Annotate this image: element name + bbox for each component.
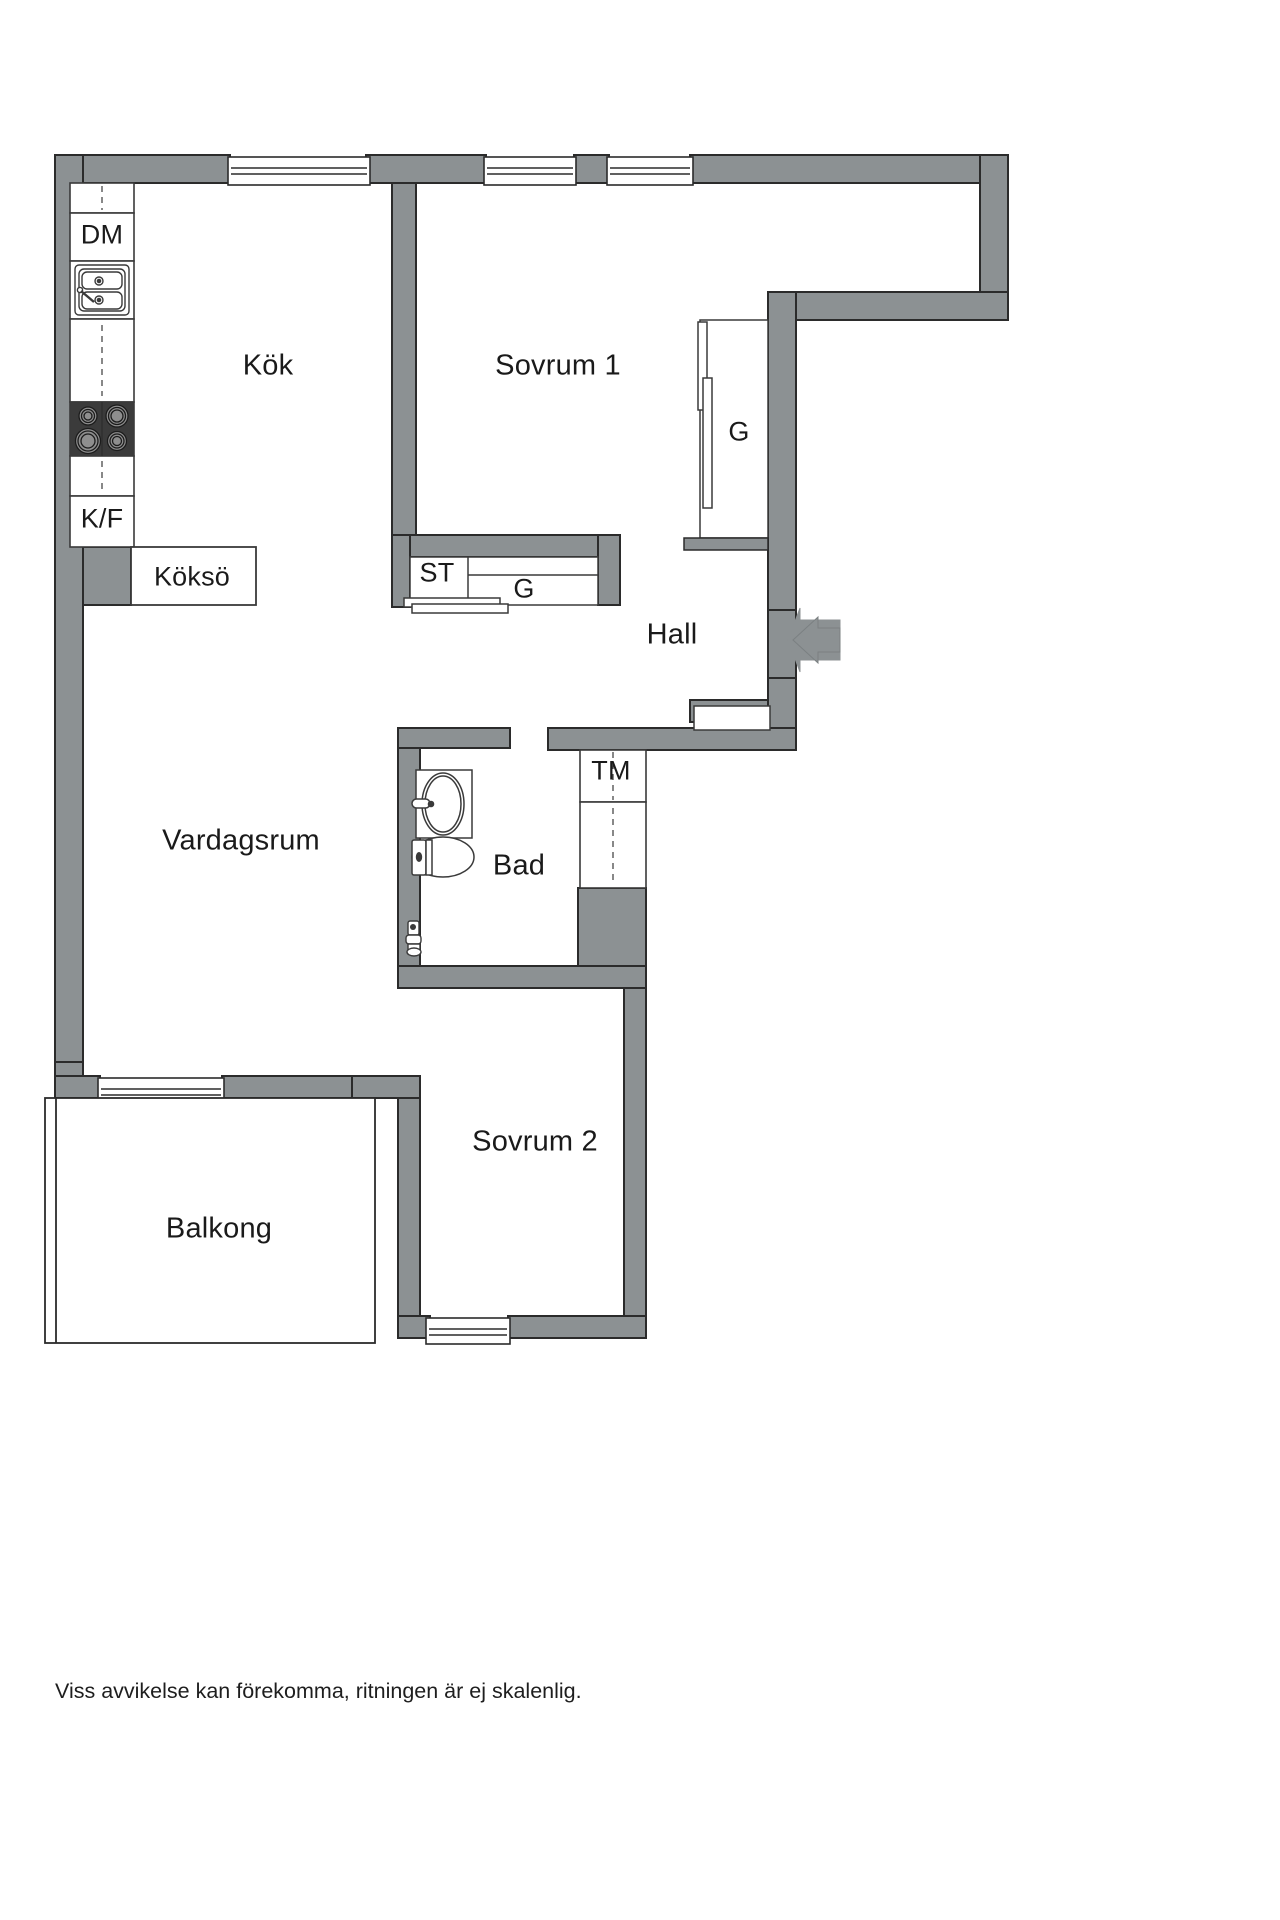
appliance-fridge-freezer: [69, 495, 135, 548]
appliance-dryer-column: [579, 749, 647, 889]
sink-icon: [74, 264, 130, 316]
wall-bad-top-left: [397, 727, 511, 749]
room-label-kok: Kök: [242, 349, 294, 382]
label-dryer-tm: TM: [591, 755, 631, 786]
room-label-hall: Hall: [646, 618, 698, 651]
room-label-vardagsrum: Vardagsrum: [162, 824, 320, 857]
closet-st-g: [409, 556, 599, 606]
window-bedroom1-right: [606, 156, 694, 186]
label-garderob-hall: G: [728, 416, 750, 447]
window-group: [97, 156, 694, 1345]
appliance-dishwasher: [69, 212, 135, 262]
label-garderob-sovrum1: G: [513, 573, 535, 604]
wall-bedroom2-left: [397, 1075, 421, 1339]
wall-closet-right: [597, 534, 621, 606]
wall-exterior-top-mid: [365, 154, 487, 184]
toilet-icon: [411, 836, 475, 878]
wall-group: [54, 154, 1009, 1339]
room-label-sovrum1: Sovrum 1: [495, 349, 621, 382]
window-kitchen: [227, 156, 371, 186]
wall-bad-top: [547, 727, 797, 751]
balcony-outline: [44, 1097, 376, 1344]
wall-bedroom2-left-return: [351, 1075, 421, 1099]
label-fridge-kf: K/F: [80, 503, 124, 534]
shower-mixer-icon: [405, 920, 422, 957]
wall-bedroom2-right: [623, 987, 647, 1339]
window-bedroom1-left: [483, 156, 577, 186]
wall-living-balcony-left: [54, 1075, 101, 1099]
hall-shelf: [693, 705, 771, 731]
label-kokso: Köksö: [153, 561, 231, 592]
wall-bad-bottom: [397, 965, 647, 989]
wall-closet-left: [391, 534, 411, 608]
room-label-balkong: Balkong: [165, 1212, 273, 1245]
room-label-sovrum2: Sovrum 2: [472, 1125, 598, 1158]
entrance-arrow-icon: [787, 607, 841, 673]
wall-hall-right-upper: [767, 291, 797, 611]
wall-kitchen-bedroom1: [391, 182, 417, 536]
wall-notch-return: [767, 291, 1009, 321]
cooktop-icon: [74, 402, 129, 456]
label-dishwasher-dm: DM: [80, 219, 124, 250]
window-bedroom2: [425, 1317, 511, 1345]
closet-block-bedroom1: [403, 556, 599, 614]
label-storage-st: ST: [419, 557, 455, 588]
wall-living-balcony-right: [221, 1075, 353, 1099]
wall-exterior-top-right: [689, 154, 1009, 184]
closet-hall-wardrobe: [683, 319, 769, 551]
wall-bedroom1-bottom: [391, 534, 621, 558]
kitchen-island: [130, 546, 257, 606]
wall-bedroom2-bottom-right: [507, 1315, 647, 1339]
wall-island-left-block: [82, 546, 132, 606]
room-label-bad: Bad: [492, 849, 546, 882]
wall-exterior-top-pier: [573, 154, 610, 184]
washbasin-icon: [411, 769, 473, 839]
scale-disclaimer: Viss avvikelse kan förekomma, ritningen …: [55, 1679, 582, 1703]
